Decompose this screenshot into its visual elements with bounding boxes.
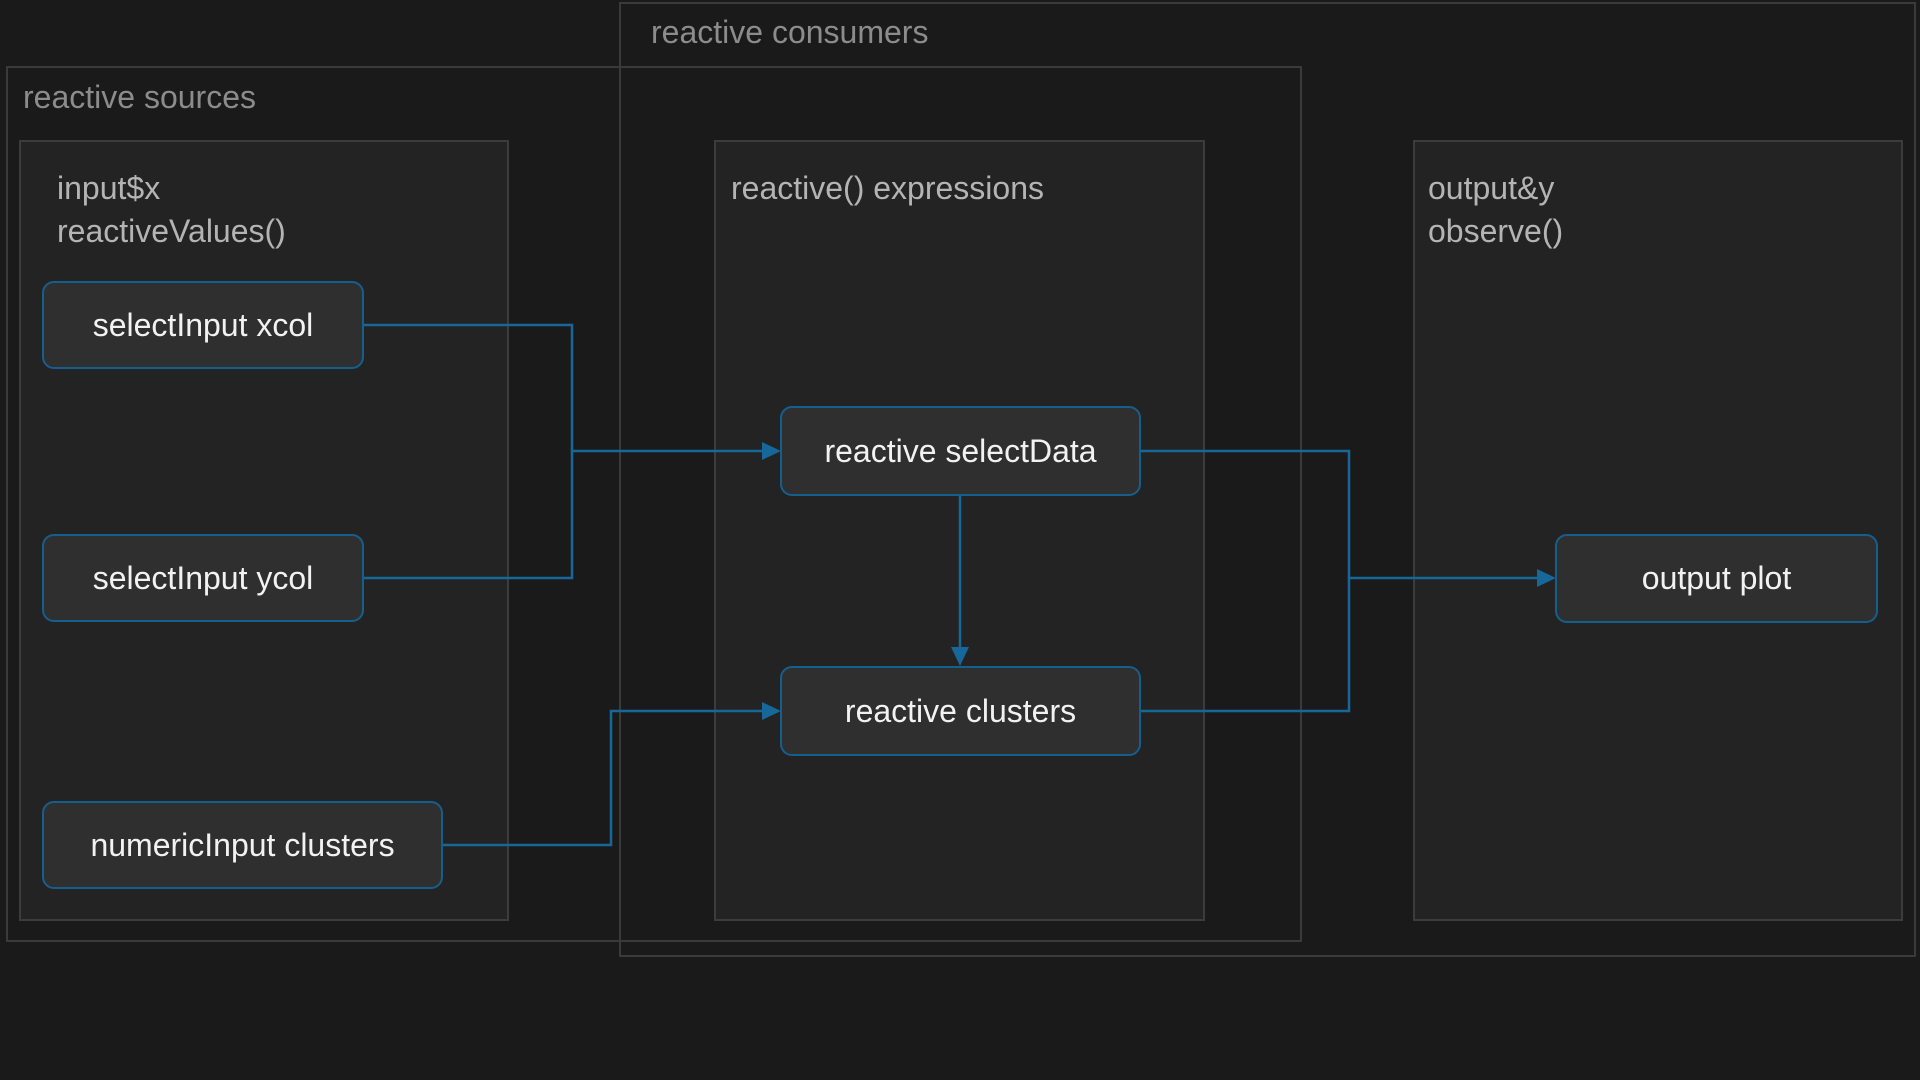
reactive-selectdata-label: reactive selectData (824, 432, 1097, 469)
reactive-clusters-node[interactable]: reactive clusters (780, 666, 1141, 756)
output-plot-label: output plot (1641, 560, 1792, 596)
reactive-selectdata-node[interactable]: reactive selectData (780, 406, 1141, 496)
select-input-ycol-label: selectInput ycol (92, 559, 314, 596)
reactive-sources-label: reactive sources (23, 79, 256, 115)
numeric-input-clusters-label: numericInput clusters (90, 826, 395, 863)
outputs-group-title-line2: observe() (1428, 213, 1564, 249)
outputs-group-title: output&y observe() (1428, 167, 1563, 253)
select-input-ycol-node[interactable]: selectInput ycol (42, 534, 364, 622)
reactive-clusters-label: reactive clusters (844, 692, 1077, 729)
inputs-group-title-line2: reactiveValues() (57, 213, 286, 249)
expressions-group: reactive() expressions (714, 140, 1205, 921)
select-input-xcol-label: selectInput xcol (92, 306, 314, 343)
numeric-input-clusters-node[interactable]: numericInput clusters (42, 801, 443, 889)
expressions-group-title: reactive() expressions (731, 167, 1044, 210)
outputs-group: output&y observe() (1413, 140, 1903, 921)
select-input-xcol-node[interactable]: selectInput xcol (42, 281, 364, 369)
inputs-group-title: input$x reactiveValues() (57, 167, 286, 253)
output-plot-node[interactable]: output plot (1555, 534, 1878, 623)
reactive-consumers-region (619, 2, 1916, 957)
outputs-group-title-line1: output&y (1428, 170, 1555, 206)
expressions-group-title-line1: reactive() expressions (731, 170, 1044, 206)
reactive-consumers-label: reactive consumers (651, 14, 929, 50)
inputs-group-title-line1: input$x (57, 170, 161, 206)
